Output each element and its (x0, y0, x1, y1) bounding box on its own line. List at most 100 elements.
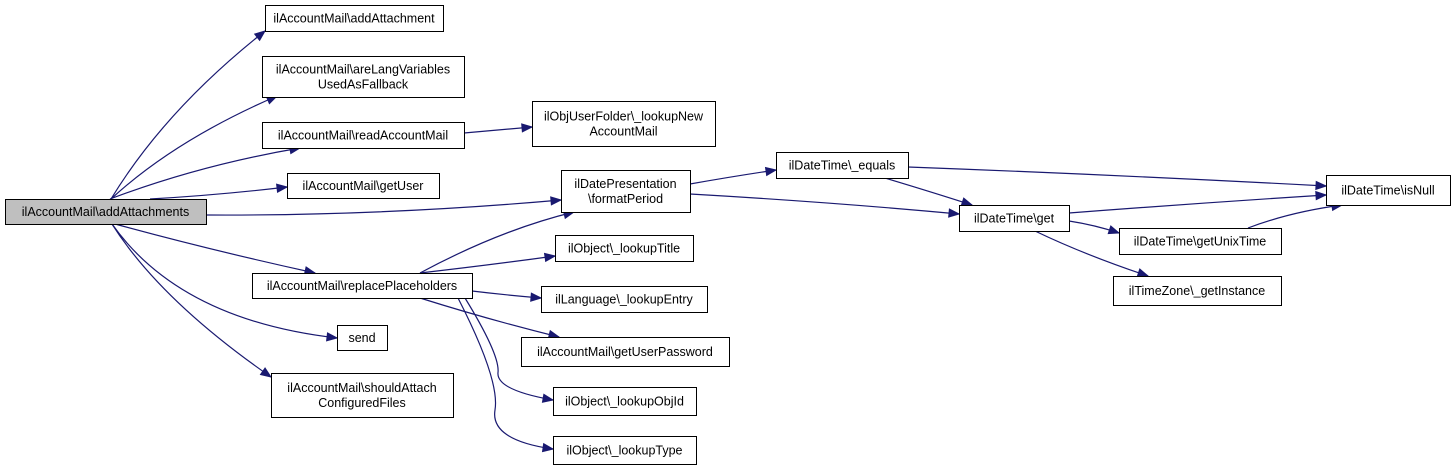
node-label: ilDatePresentation (574, 177, 676, 191)
node-equals[interactable]: ilDateTime\_equals (776, 152, 909, 179)
node-box[interactable] (553, 436, 697, 465)
node-label: ilAccountMail\shouldAttach (287, 381, 436, 395)
arrowhead-icon (541, 393, 555, 403)
node-box[interactable] (555, 235, 694, 262)
node-label: ConfiguredFiles (318, 396, 406, 410)
arrowhead-icon (960, 197, 974, 207)
node-box[interactable] (252, 273, 473, 299)
node-box[interactable] (959, 205, 1070, 232)
node-box[interactable] (521, 337, 730, 367)
node-lookupEntry[interactable]: ilLanguage\_lookupEntry (541, 286, 708, 313)
edge-line (205, 199, 562, 216)
arrowhead-icon (543, 252, 557, 263)
node-root[interactable]: ilAccountMail\addAttachments (5, 199, 207, 225)
edge-get-to-isNull (1068, 190, 1328, 214)
edge-line (419, 211, 575, 274)
node-send[interactable]: send (337, 325, 388, 351)
node-box[interactable] (1119, 228, 1282, 255)
node-areLang[interactable]: ilAccountMail\areLangVariablesUsedAsFall… (262, 56, 465, 98)
edge-get-to-getUnixTime (1068, 220, 1121, 235)
arrowhead-icon (276, 183, 289, 193)
edge-root-to-getUser (149, 183, 289, 200)
node-lookupObjId[interactable]: ilObject\_lookupObjId (553, 387, 697, 416)
node-label: ilDateTime\get (974, 212, 1055, 226)
node-label: ilAccountMail\areLangVariables (276, 63, 450, 77)
node-get[interactable]: ilDateTime\get (959, 205, 1070, 232)
arrowhead-icon (948, 208, 961, 218)
node-box[interactable] (1113, 276, 1282, 306)
node-box[interactable] (541, 286, 708, 313)
arrowhead-icon (1315, 180, 1328, 191)
arrowhead-icon (530, 292, 543, 302)
node-label: send (348, 331, 375, 345)
node-label: ilTimeZone\_getInstance (1129, 284, 1265, 298)
node-label: ilLanguage\_lookupEntry (555, 293, 693, 307)
edge-replacePlaceholders-to-lookupObjId (464, 297, 555, 403)
node-shouldAttach[interactable]: ilAccountMail\shouldAttachConfiguredFile… (271, 373, 454, 418)
edge-root-to-addAttachment (110, 30, 267, 200)
edge-line (689, 169, 777, 185)
node-box[interactable] (532, 101, 716, 147)
edge-readAccountMail-to-lookupNew (463, 123, 534, 134)
node-box[interactable] (776, 152, 909, 179)
node-box[interactable] (287, 173, 440, 199)
edge-replacePlaceholders-to-lookupTitle (419, 252, 557, 274)
node-getInstance[interactable]: ilTimeZone\_getInstance (1113, 276, 1282, 306)
node-box[interactable] (5, 199, 207, 225)
edge-line (111, 223, 272, 378)
edge-line (419, 255, 556, 274)
edge-line (1247, 204, 1343, 229)
arrowhead-icon (521, 123, 534, 133)
node-label: AccountMail (589, 125, 657, 139)
node-lookupType[interactable]: ilObject\_lookupType (553, 436, 697, 465)
edge-get-to-getInstance (1034, 230, 1150, 278)
node-replacePlaceholders[interactable]: ilAccountMail\replacePlaceholders (252, 273, 473, 299)
edge-line (689, 193, 960, 215)
node-box[interactable] (337, 325, 388, 351)
edge-line (884, 177, 973, 206)
node-label: UsedAsFallback (318, 78, 409, 92)
node-box[interactable] (265, 5, 444, 32)
node-label: ilAccountMail\addAttachments (22, 205, 189, 219)
node-label: ilAccountMail\getUser (303, 179, 424, 193)
node-box[interactable] (553, 387, 697, 416)
node-getUserPassword[interactable]: ilAccountMail\getUserPassword (521, 337, 730, 367)
edge-line (111, 223, 338, 339)
edge-line (149, 186, 288, 200)
edge-root-to-shouldAttach (111, 223, 273, 378)
node-lookupTitle[interactable]: ilObject\_lookupTitle (555, 235, 694, 262)
edge-equals-to-isNull (907, 166, 1328, 191)
edge-line (907, 166, 1327, 187)
arrowhead-icon (541, 442, 555, 453)
edge-replacePlaceholders-to-getUserPassword (419, 297, 561, 340)
node-box[interactable] (262, 56, 465, 98)
node-getUser[interactable]: ilAccountMail\getUser (287, 173, 440, 199)
edges-layer (109, 30, 1344, 453)
arrowhead-icon (326, 332, 339, 342)
node-addAttachment[interactable]: ilAccountMail\addAttachment (265, 5, 444, 32)
node-label: ilObject\_lookupType (566, 444, 682, 458)
edge-equals-to-get (884, 177, 974, 207)
edge-line (1034, 230, 1149, 277)
arrowhead-icon (550, 196, 563, 206)
node-isNull[interactable]: ilDateTime\isNull (1326, 175, 1451, 206)
node-formatPeriod[interactable]: ilDatePresentation\formatPeriod (561, 170, 691, 213)
node-label: ilDateTime\isNull (1341, 184, 1434, 198)
edge-line (110, 30, 266, 200)
node-box[interactable] (1326, 175, 1451, 206)
node-label: ilAccountMail\replacePlaceholders (267, 279, 457, 293)
arrowhead-icon (259, 367, 273, 378)
node-readAccountMail[interactable]: ilAccountMail\readAccountMail (262, 122, 465, 149)
edge-formatPeriod-to-get (689, 193, 961, 218)
edge-line (457, 297, 554, 450)
arrowhead-icon (764, 166, 778, 177)
edge-root-to-areLang (110, 95, 279, 200)
edge-line (110, 95, 278, 200)
node-box[interactable] (271, 373, 454, 418)
node-box[interactable] (561, 170, 691, 213)
node-getUnixTime[interactable]: ilDateTime\getUnixTime (1119, 228, 1282, 255)
node-box[interactable] (262, 122, 465, 149)
node-label: ilDateTime\_equals (789, 159, 896, 173)
